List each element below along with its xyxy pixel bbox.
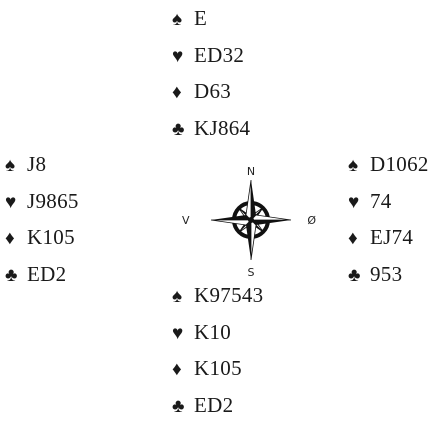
south-hearts-row: ♥ K10 — [172, 314, 263, 351]
west-diamonds-cards: K105 — [27, 225, 75, 249]
compass-east-label: Ø — [307, 214, 316, 227]
diamond-icon: ♦ — [5, 228, 15, 249]
south-hearts-cards: K10 — [194, 319, 232, 344]
heart-icon: ♥ — [348, 191, 360, 213]
diamond-icon: ♦ — [348, 228, 358, 249]
spade-icon: ♠ — [172, 9, 183, 30]
west-spades-row: ♠ J8 — [5, 146, 79, 183]
east-hearts-row: ♥ 74 — [348, 183, 429, 220]
west-hearts-cards: J9865 — [27, 188, 79, 213]
east-hearts-cards: 74 — [370, 188, 392, 213]
heart-icon: ♥ — [172, 322, 184, 344]
diamond-icon: ♦ — [172, 82, 182, 103]
east-diamonds-row: ♦ EJ74 — [348, 219, 429, 256]
diamond-icon: ♦ — [172, 359, 182, 380]
north-hearts-row: ♥ ED32 — [172, 37, 250, 74]
compass-south-label: S — [248, 266, 255, 278]
compass-star — [210, 179, 292, 261]
south-diamonds-cards: K105 — [194, 356, 242, 380]
west-diamonds-row: ♦ K105 — [5, 219, 79, 256]
south-spades-row: ♠ K97543 — [172, 277, 263, 314]
club-icon: ♣ — [5, 264, 18, 286]
north-diamonds-row: ♦ D63 — [172, 73, 250, 110]
spade-icon: ♠ — [5, 155, 16, 176]
east-spades-row: ♠ D1062 — [348, 146, 429, 183]
south-hand: ♠ K97543 ♥ K10 ♦ K105 ♣ ED2 — [172, 277, 263, 423]
west-spades-cards: J8 — [27, 152, 47, 176]
north-hand: ♠E ♥ED32 ♦D63 ♣KJ864 — [172, 0, 250, 146]
west-clubs-row: ♣ ED2 — [5, 256, 79, 293]
compass-north-label: N — [247, 165, 255, 178]
heart-icon: ♥ — [5, 191, 17, 213]
north-spades-row: ♠E — [172, 0, 250, 37]
east-hand: ♠ D1062 ♥ 74 ♦ EJ74 ♣ 953 — [348, 146, 429, 292]
north-clubs-cards: KJ864 — [194, 115, 251, 140]
east-spades-cards: D1062 — [370, 152, 429, 176]
north-clubs-row: ♣ KJ864 — [172, 110, 250, 147]
west-clubs-cards: ED2 — [27, 261, 67, 286]
heart-icon: ♥ — [172, 45, 184, 67]
east-clubs-row: ♣ 953 — [348, 256, 429, 293]
compass-west-label: V — [182, 214, 190, 227]
west-hearts-row: ♥ J9865 — [5, 183, 79, 220]
south-spades-cards: K97543 — [194, 283, 264, 307]
spade-icon: ♠ — [172, 286, 183, 307]
west-hand: ♠ J8 ♥ J9865 ♦ K105 ♣ ED2 — [5, 146, 79, 292]
club-icon: ♣ — [348, 264, 361, 286]
south-diamonds-row: ♦ K105 — [172, 350, 263, 387]
east-diamonds-cards: EJ74 — [370, 225, 414, 249]
south-clubs-row: ♣ ED2 — [172, 387, 263, 424]
club-icon: ♣ — [172, 118, 185, 140]
north-spades-cards: E — [194, 6, 208, 30]
south-clubs-cards: ED2 — [194, 392, 234, 417]
compass-rose-icon: N S V Ø — [182, 165, 316, 278]
east-clubs-cards: 953 — [370, 261, 403, 286]
north-diamonds-cards: D63 — [194, 79, 232, 103]
spade-icon: ♠ — [348, 155, 359, 176]
north-hearts-cards: ED32 — [194, 42, 245, 67]
club-icon: ♣ — [172, 395, 185, 417]
